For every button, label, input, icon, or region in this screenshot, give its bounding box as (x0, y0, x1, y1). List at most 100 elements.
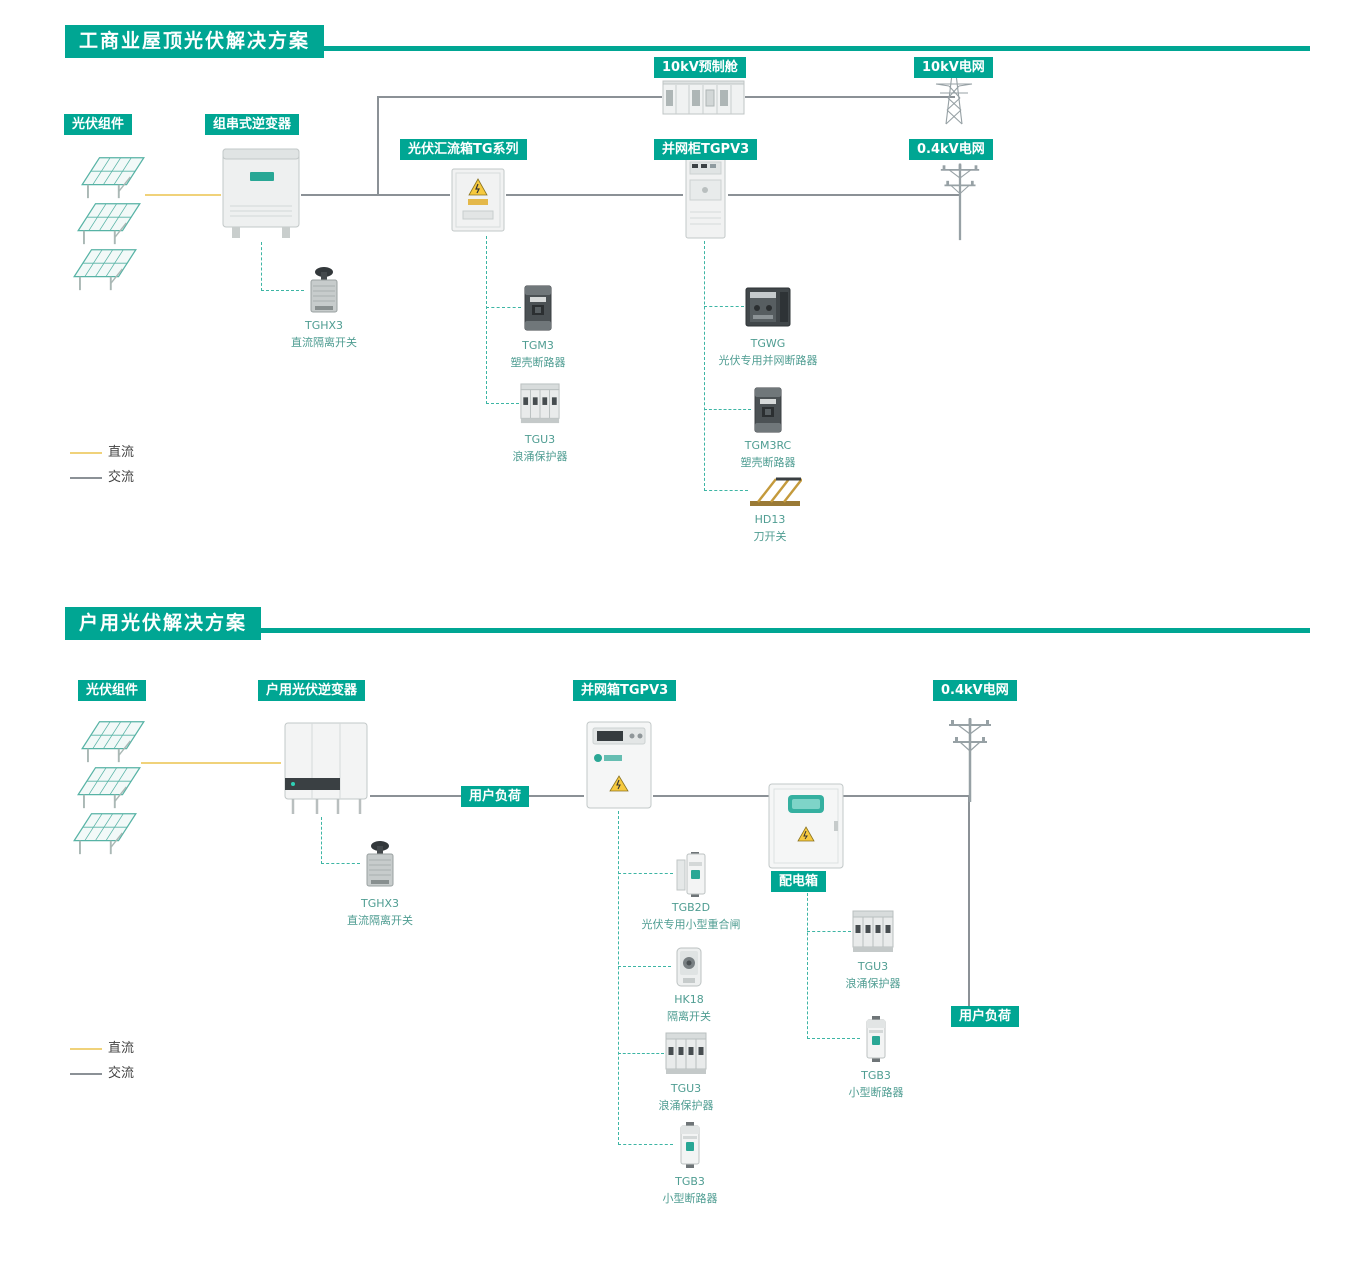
solar-panel-icon (70, 760, 148, 812)
label-grid-cabinet: 并网柜TGPV3 (654, 139, 758, 160)
label-04kv-grid: 0.4kV电网 (933, 680, 1017, 701)
caption-tgu3: TGU3 浪涌保护器 (513, 432, 568, 465)
dashed-connector (618, 1144, 673, 1145)
component-desc: 小型断路器 (848, 1085, 904, 1099)
dc-line-panels-to-inverter (141, 762, 281, 764)
string-inverter-icon (220, 146, 302, 242)
residential-title-underline (67, 628, 1310, 633)
residential-section-title: 户用光伏解决方案 (65, 607, 262, 640)
legend-ac-label: 交流 (108, 1066, 135, 1081)
caption-tghx3: TGHX3 直流隔离开关 (291, 318, 357, 351)
knife-switch-icon (748, 473, 802, 509)
dashed-connector (618, 1053, 664, 1054)
label-prefab-cabin: 10kV预制舱 (654, 57, 746, 78)
prefab-cabin-icon (661, 78, 746, 118)
dashed-connector (321, 817, 322, 864)
ac-line-cabinet-to-04kv-grid (728, 194, 959, 196)
component-desc: 浪涌保护器 (512, 449, 568, 463)
label-pv-modules: 光伏组件 (64, 114, 133, 135)
component-desc: 光伏专用小型重合闸 (641, 917, 741, 931)
ac-line-to-prefab-cabin (377, 96, 662, 98)
residential-inverter-icon (281, 720, 371, 818)
pv-recloser-icon (673, 850, 709, 898)
caption-tgb3-right: TGB3 小型断路器 (849, 1068, 904, 1101)
component-model: TGM3RC (744, 439, 792, 452)
dashed-connector (704, 490, 748, 491)
solar-panel-icon (66, 242, 144, 294)
badge-user-load: 用户负荷 (951, 1006, 1020, 1027)
ac-branch-riser (377, 96, 379, 196)
legend-ac-swatch (70, 477, 102, 479)
component-desc: 刀开关 (753, 529, 787, 543)
component-desc: 小型断路器 (662, 1191, 718, 1205)
combiner-box-icon (449, 166, 507, 236)
dc-isolator-icon (304, 264, 344, 316)
ac-line-inverter-to-combiner (301, 194, 450, 196)
dashed-connector (261, 290, 304, 291)
component-model: TGU3 (857, 960, 889, 973)
label-pv-modules: 光伏组件 (78, 680, 147, 701)
caption-hd13: HD13 刀开关 (754, 512, 787, 545)
component-desc: 塑壳断路器 (510, 355, 566, 369)
grid-breaker-icon (744, 284, 792, 330)
component-desc: 塑壳断路器 (740, 455, 796, 469)
dashed-connector (807, 1038, 860, 1039)
legend-dc-swatch (70, 452, 102, 454)
commercial-section-title: 工商业屋顶光伏解决方案 (65, 25, 325, 58)
component-model: TGU3 (670, 1082, 702, 1095)
caption-tgm3: TGM3 塑壳断路器 (511, 338, 566, 371)
dashed-connector (807, 893, 808, 1039)
dashed-connector (704, 241, 705, 491)
mcb-icon (674, 1120, 706, 1170)
dashed-connector (807, 931, 851, 932)
component-desc: 浪涌保护器 (845, 976, 901, 990)
caption-tgb2d: TGB2D 光伏专用小型重合闸 (642, 900, 741, 933)
label-string-inverter: 组串式逆变器 (205, 114, 300, 135)
label-04kv-grid: 0.4kV电网 (909, 139, 993, 160)
solar-panel-icon (74, 150, 152, 202)
component-desc: 隔离开关 (667, 1009, 711, 1023)
caption-hk18: HK18 隔离开关 (667, 992, 711, 1025)
solar-panel-icon (66, 806, 144, 858)
caption-tgwg: TGWG 光伏专用并网断路器 (719, 336, 818, 369)
dc-line-panels-to-inverter (145, 194, 221, 196)
surge-protector-icon (519, 381, 561, 427)
component-model: TGB2D (671, 901, 711, 914)
component-model: HK18 (674, 993, 704, 1006)
mccb-icon (521, 284, 555, 332)
ac-line-drop-to-load (968, 795, 970, 1016)
component-model: HD13 (754, 513, 786, 526)
caption-tghx3: TGHX3 直流隔离开关 (347, 896, 413, 929)
caption-tgu3-right: TGU3 浪涌保护器 (846, 959, 901, 992)
dashed-connector (618, 811, 619, 1145)
distribution-box-icon (766, 781, 846, 871)
dashed-connector (486, 236, 487, 404)
ac-line-combiner-to-cabinet (506, 194, 683, 196)
dashed-connector (704, 306, 744, 307)
surge-protector-icon (664, 1031, 708, 1077)
component-model: TGHX3 (360, 897, 400, 910)
dashed-connector (704, 409, 751, 410)
component-model: TGB3 (675, 1175, 705, 1188)
grid-cabinet-icon (682, 156, 729, 241)
utility-pole-icon (946, 712, 994, 804)
solar-panel-icon (70, 196, 148, 248)
ac-line-cabin-to-10kv-grid (745, 96, 955, 98)
dc-isolator-icon (360, 838, 400, 890)
mcb-icon (860, 1014, 892, 1064)
label-gridbox: 并网箱TGPV3 (573, 680, 677, 701)
commercial-title-underline (67, 46, 1310, 51)
dashed-connector (618, 966, 671, 967)
component-model: TGB3 (861, 1069, 891, 1082)
dashed-connector (486, 403, 519, 404)
component-desc: 直流隔离开关 (347, 913, 413, 927)
component-model: TGU3 (524, 433, 556, 446)
component-model: TGHX3 (304, 319, 344, 332)
gridbox-icon (584, 720, 654, 812)
surge-protector-icon (851, 909, 895, 955)
caption-tgb3-left: TGB3 小型断路器 (663, 1174, 718, 1207)
label-10kv-grid: 10kV电网 (914, 57, 993, 78)
component-desc: 浪涌保护器 (658, 1098, 714, 1112)
badge-user-load: 用户负荷 (461, 786, 530, 807)
